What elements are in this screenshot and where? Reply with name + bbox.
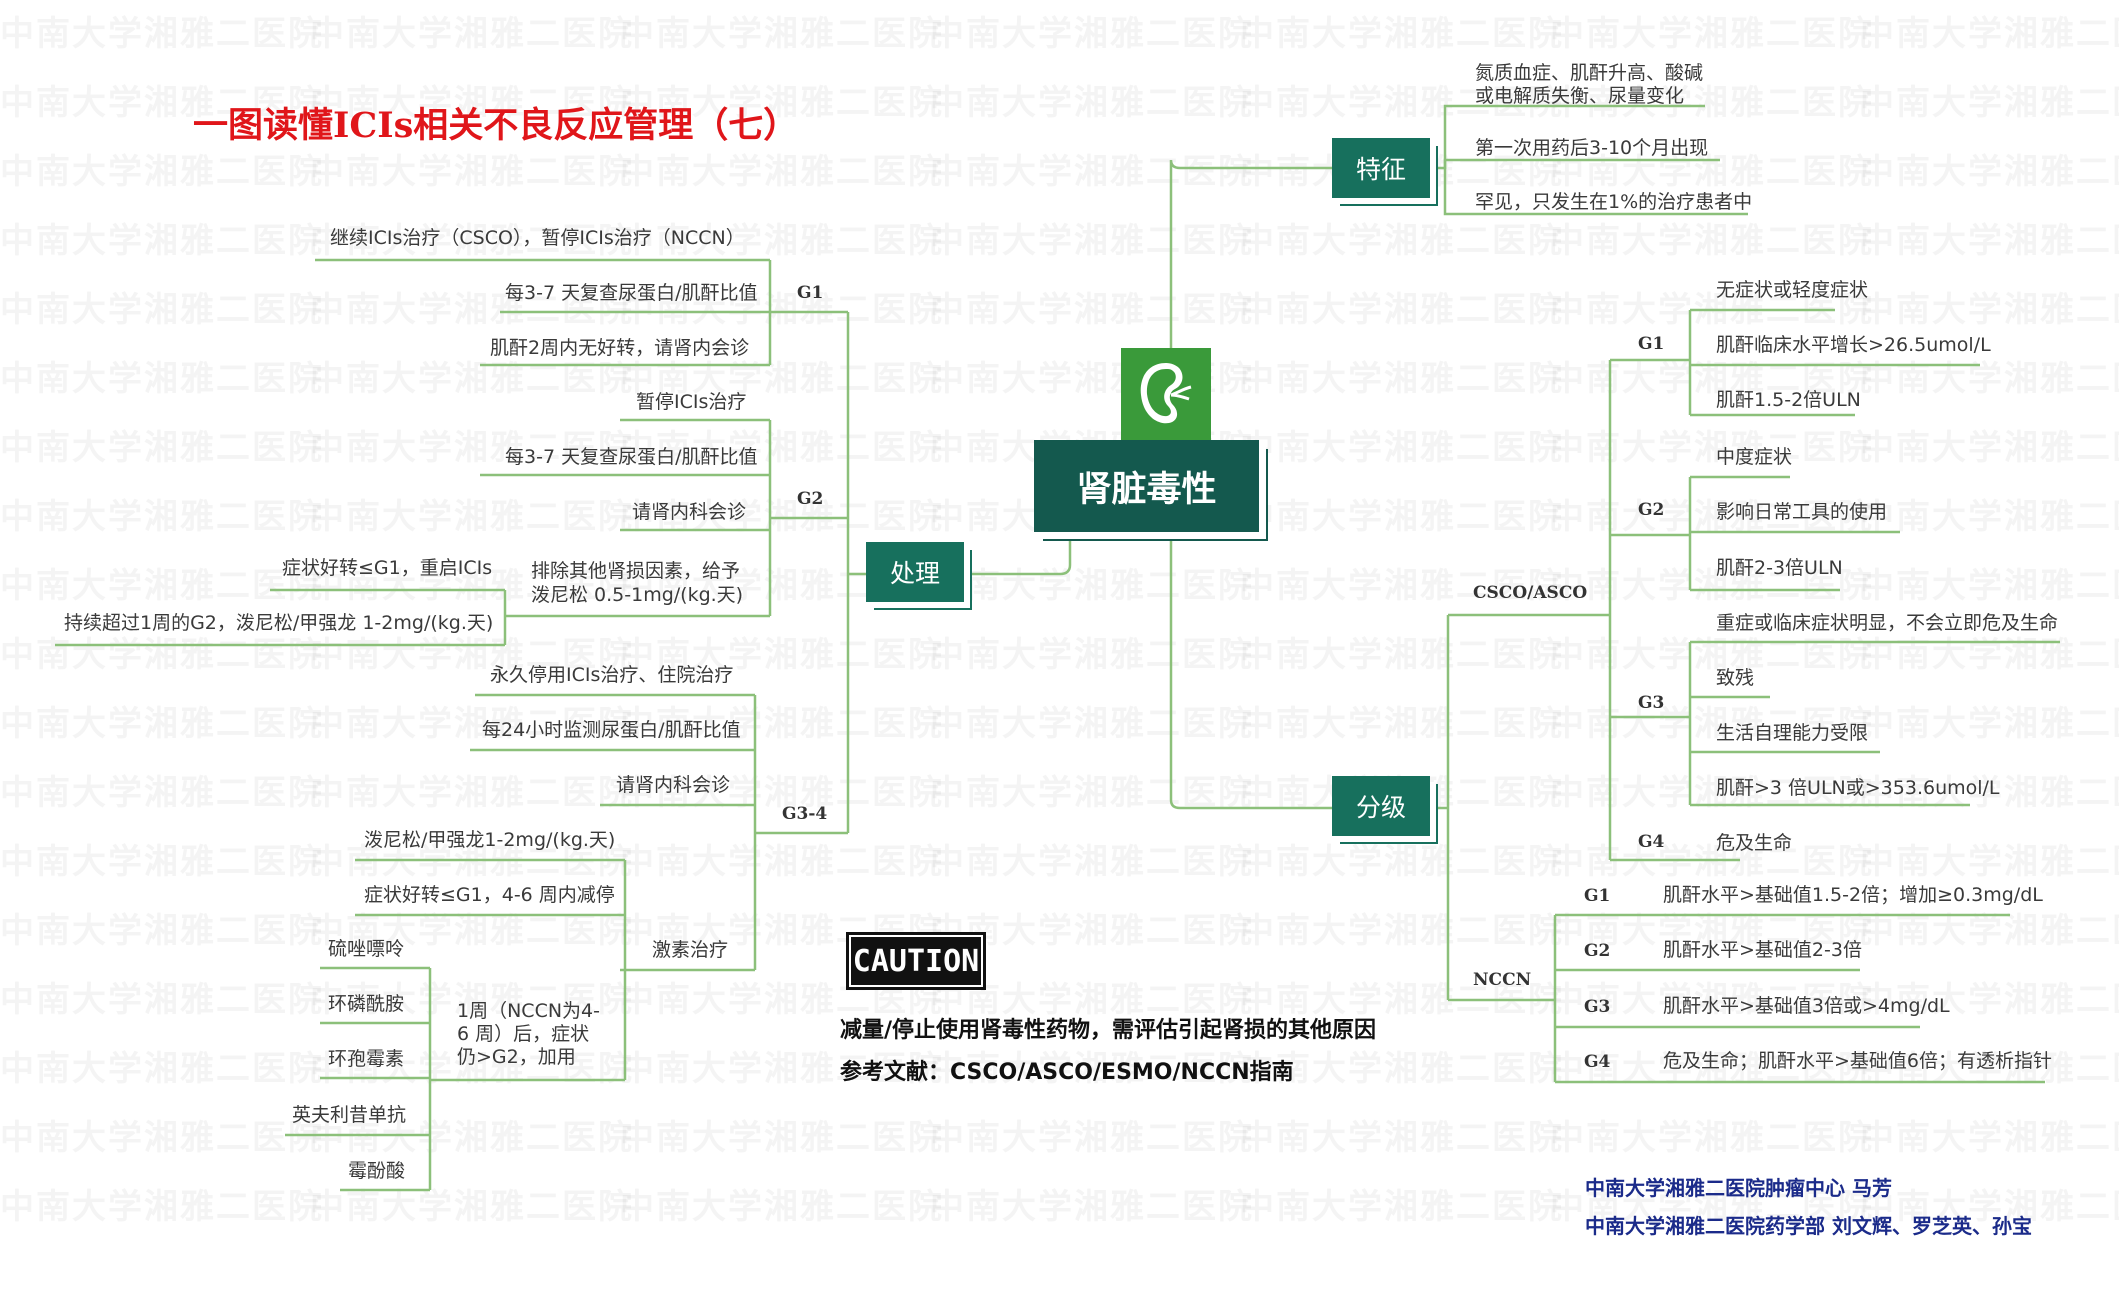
csco-g2-item-3: 肌酐2-3倍ULN	[1716, 557, 1843, 579]
nccn-g2-label: G2	[1584, 941, 1611, 961]
csco-g3-item-4: 肌酐>3 倍ULN或>353.6umol/L	[1716, 777, 2000, 799]
csco-g2-item-1: 中度症状	[1716, 446, 1793, 468]
csco-g1-item-3: 肌酐1.5-2倍ULN	[1716, 389, 1861, 411]
csco-g3-item-1: 重症或临床症状明显，不会立即危及生命	[1716, 612, 2059, 634]
mgmt-g2-steroid-line1: 排除其他肾损因素，给予	[531, 560, 741, 582]
csco-g2-label: G2	[1638, 500, 1665, 520]
mgmt-hormone-item-2: 症状好转≤G1，4-6 周内减停	[364, 884, 615, 906]
mgmt-g2-sub-2: 持续超过1周的G2，泼尼松/甲强龙 1-2mg/(kg.天)	[64, 612, 494, 634]
mgmt-hormone-addon-line2: 6 周）后，症状	[457, 1023, 590, 1045]
nccn-g4-label: G4	[1584, 1052, 1611, 1072]
mgmt-drug-3: 环孢霉素	[328, 1048, 405, 1070]
nccn-g1-label: G1	[1584, 886, 1611, 906]
caution-note: 减量/停止使用肾毒性药物，需评估引起肾损的其他原因	[840, 1018, 1377, 1043]
mgmt-g2-item-1: 暂停ICIs治疗	[636, 391, 747, 413]
mgmt-g1-item-1: 继续ICIs治疗（CSCO），暂停ICIs治疗（NCCN）	[330, 227, 745, 249]
grading-nccn-label: NCCN	[1473, 970, 1532, 990]
mgmt-g34-item-2: 每24小时监测尿蛋白/肌酐比值	[482, 719, 741, 741]
grading-csco-label: CSCO/ASCO	[1473, 583, 1588, 603]
csco-g3-item-3: 生活自理能力受限	[1716, 722, 1869, 744]
mgmt-g1-label: G1	[797, 283, 824, 303]
mgmt-g34-label: G3-4	[782, 804, 828, 824]
nccn-g2-text: 肌酐水平>基础值2-3倍	[1663, 939, 1862, 961]
page-title: 一图读懂ICIs相关不良反应管理（七）	[193, 105, 799, 146]
mgmt-g2-steroid-line2: 泼尼松 0.5-1mg/(kg.天)	[531, 584, 744, 606]
feature-item-2: 第一次用药后3-10个月出现	[1475, 137, 1709, 159]
csco-g3-label: G3	[1638, 693, 1665, 713]
nccn-g3-label: G3	[1584, 997, 1611, 1017]
mgmt-hormone-addon-line3: 仍>G2，加用	[457, 1046, 576, 1068]
mgmt-drug-2: 环磷酰胺	[328, 993, 405, 1015]
csco-g3-item-2: 致残	[1716, 667, 1755, 689]
grading-node[interactable]: 分级	[1332, 776, 1430, 836]
feature-item-3: 罕见，只发生在1%的治疗患者中	[1475, 191, 1753, 213]
mgmt-hormone-addon-line1: 1周（NCCN为4-	[457, 1000, 600, 1022]
mgmt-hormone-label: 激素治疗	[652, 939, 729, 961]
feature-item-1-line1: 氮质血症、肌酐升高、酸碱	[1475, 62, 1704, 84]
mgmt-g2-label: G2	[797, 489, 824, 509]
mgmt-hormone-item-1: 泼尼松/甲强龙1-2mg/(kg.天)	[364, 829, 616, 851]
mgmt-g1-item-2: 每3-7 天复查尿蛋白/肌酐比值	[505, 282, 758, 304]
references-note: 参考文献：CSCO/ASCO/ESMO/NCCN指南	[840, 1060, 1294, 1085]
csco-g4-label: G4	[1638, 832, 1665, 852]
csco-g1-label: G1	[1638, 334, 1665, 354]
author-line-2: 中南大学湘雅二医院药学部 刘文辉、罗芝英、孙宝	[1585, 1214, 2032, 1238]
management-node[interactable]: 处理	[866, 542, 964, 602]
author-line-1: 中南大学湘雅二医院肿瘤中心 马芳	[1585, 1176, 1892, 1200]
mgmt-g34-item-3: 请肾内科会诊	[616, 774, 731, 796]
kidney-icon-box	[1121, 348, 1211, 440]
mgmt-g1-item-3: 肌酐2周内无好转，请肾内会诊	[490, 337, 750, 359]
csco-g1-item-1: 无症状或轻度症状	[1716, 279, 1869, 301]
features-node[interactable]: 特征	[1332, 138, 1430, 198]
nccn-g4-text: 危及生命；肌酐水平>基础值6倍；有透析指针	[1663, 1050, 2053, 1072]
feature-item-1-line2: 或电解质失衡、尿量变化	[1475, 85, 1685, 107]
csco-g2-item-2: 影响日常工具的使用	[1716, 501, 1888, 523]
nccn-g3-text: 肌酐水平>基础值3倍或>4mg/dL	[1663, 995, 1950, 1017]
mgmt-drug-4: 英夫利昔单抗	[292, 1104, 407, 1126]
mgmt-g2-item-3: 请肾内科会诊	[632, 501, 747, 523]
mgmt-g2-item-2: 每3-7 天复查尿蛋白/肌酐比值	[505, 446, 758, 468]
mgmt-g34-item-1: 永久停用ICIs治疗、住院治疗	[490, 664, 734, 686]
mgmt-drug-5: 霉酚酸	[348, 1160, 406, 1182]
csco-g4-item-1: 危及生命	[1716, 832, 1793, 854]
csco-g1-item-2: 肌酐临床水平增长>26.5umol/L	[1716, 334, 1991, 356]
kidney-icon	[1140, 363, 1192, 424]
caution-badge: CAUTION	[846, 932, 986, 990]
mgmt-g2-sub-1: 症状好转≤G1，重启ICIs	[282, 557, 493, 579]
root-node[interactable]: 肾脏毒性	[1034, 440, 1259, 532]
nccn-g1-text: 肌酐水平>基础值1.5-2倍；增加≥0.3mg/dL	[1663, 884, 2043, 906]
mgmt-drug-1: 硫唑嘌呤	[328, 938, 405, 960]
